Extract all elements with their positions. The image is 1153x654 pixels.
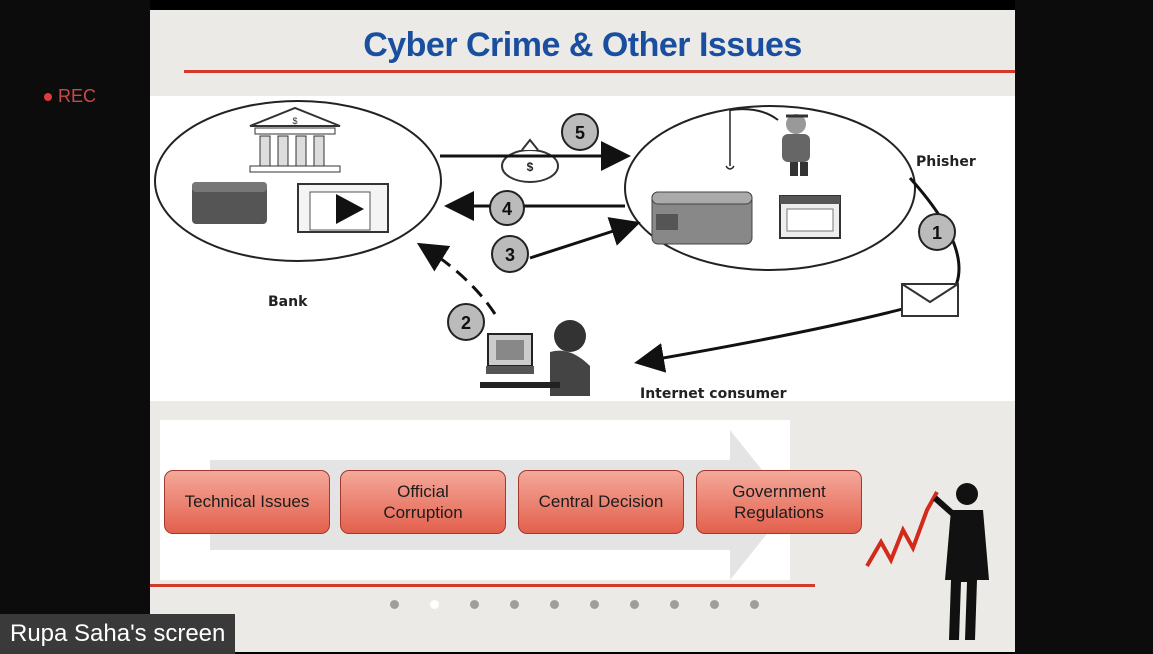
svg-text:$: $ (527, 160, 534, 174)
pager-dot[interactable] (630, 600, 639, 609)
businessman-chart-icon (865, 483, 989, 640)
step-badge-4: 4 (489, 190, 525, 226)
step-badge-5: 5 (561, 113, 599, 151)
step-badge-1: 1 (918, 213, 956, 251)
bottom-accent-line (150, 584, 815, 587)
slide-title: Cyber Crime & Other Issues (363, 26, 802, 64)
pager-dot[interactable] (430, 600, 439, 609)
title-underline (184, 70, 1015, 73)
slide-pager (390, 600, 759, 609)
pager-dot[interactable] (510, 600, 519, 609)
phishing-diagram: $ (150, 96, 1015, 402)
left-letterbox (0, 0, 150, 654)
issue-central-decision: Central Decision (518, 470, 684, 534)
issue-government-regulations-label: Government Regulations (732, 481, 826, 522)
step-badge-3: 3 (491, 235, 529, 273)
pager-dot[interactable] (590, 600, 599, 609)
fisherman-icon (725, 108, 810, 176)
issue-government-regulations: Government Regulations (696, 470, 862, 534)
internet-consumer-icon (480, 320, 590, 396)
shared-slide: Cyber Crime & Other Issues $ (150, 10, 1015, 652)
issue-corruption-label: Official Corruption (383, 481, 463, 522)
svg-text:2: 2 (461, 313, 471, 333)
pager-dot[interactable] (710, 600, 719, 609)
issue-corruption: Official Corruption (340, 470, 506, 534)
svg-text:1: 1 (932, 223, 942, 243)
svg-text:4: 4 (502, 199, 512, 219)
pager-dot[interactable] (550, 600, 559, 609)
issue-technical-label: Technical Issues (184, 492, 310, 512)
svg-text:5: 5 (575, 123, 585, 143)
right-letterbox (1015, 0, 1153, 654)
phisher-circle (624, 105, 916, 271)
internet-consumer-label: Internet consumer (640, 386, 787, 402)
phisher-label: Phisher (916, 154, 976, 170)
step-badge-2: 2 (447, 303, 485, 341)
bank-circle (154, 100, 442, 262)
bank-label: Bank (268, 294, 308, 310)
svg-text:3: 3 (505, 245, 515, 265)
pager-dot[interactable] (470, 600, 479, 609)
screen-share-caption: Rupa Saha's screen (0, 614, 236, 654)
phisher-window-icon (779, 195, 841, 239)
bank-window-icon (297, 183, 389, 233)
arrow-step3 (529, 217, 641, 260)
arrow-step2 (416, 242, 497, 315)
bank-database-icon (192, 182, 267, 224)
recording-indicator: REC (44, 86, 96, 107)
pager-dot[interactable] (390, 600, 399, 609)
issue-central-decision-label: Central Decision (538, 492, 664, 512)
bank-building-icon: $ (249, 106, 341, 173)
record-dot-icon (44, 92, 52, 101)
recording-label: REC (58, 86, 97, 106)
phisher-database-icon (651, 191, 753, 245)
money-bag-icon: $ (501, 138, 559, 183)
pager-dot[interactable] (670, 600, 679, 609)
svg-text:$: $ (292, 116, 297, 126)
pager-dot[interactable] (750, 600, 759, 609)
email-icon (901, 283, 959, 317)
issue-technical: Technical Issues (164, 470, 330, 534)
